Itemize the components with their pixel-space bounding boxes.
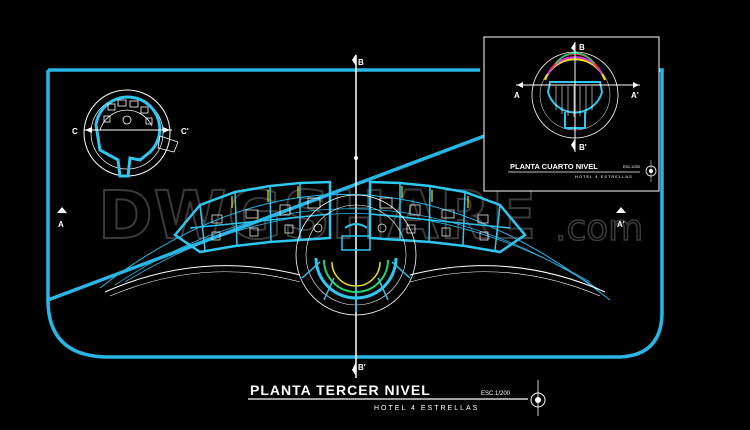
inset-marker-b-top: B [579, 43, 585, 52]
main-subtitle: HOTEL 4 ESTRELLAS [374, 405, 479, 412]
inset-scale: ESC.1/200 [623, 165, 640, 169]
inset-marker-a-right: A' [631, 91, 639, 100]
section-marker-a-left: A [58, 220, 64, 229]
inset-subtitle: HOTEL 4 ESTRELLAS [575, 174, 633, 179]
section-marker-b-top: B [358, 58, 364, 67]
main-floor-plan [99, 180, 611, 316]
section-axis-b: B B' [352, 54, 366, 378]
section-marker-c-left: C [72, 127, 78, 136]
section-marker-a: A A' [57, 207, 626, 229]
main-title: PLANTA TERCER NIVEL [250, 382, 431, 398]
section-marker-c-right: C' [181, 127, 189, 136]
section-marker-a-right: A' [617, 220, 625, 229]
main-scale: ESC.1/200 [481, 391, 511, 397]
tower-plan-small: C C' [72, 89, 189, 178]
site-boundary [46, 68, 664, 359]
inset-title: PLANTA CUARTO NIVEL [510, 162, 598, 171]
inset-floor4: B B' A A' PLANTA CUARTO NIVEL ESC.1/200 … [483, 36, 660, 192]
inset-marker-a-left: A [514, 91, 520, 100]
title-block: PLANTA TERCER NIVEL ESC.1/200 HOTEL 4 ES… [248, 380, 546, 416]
section-marker-b-bottom: B' [358, 363, 366, 372]
watermark-suffix: .com [555, 208, 643, 249]
inset-marker-b-bottom: B' [579, 143, 587, 152]
